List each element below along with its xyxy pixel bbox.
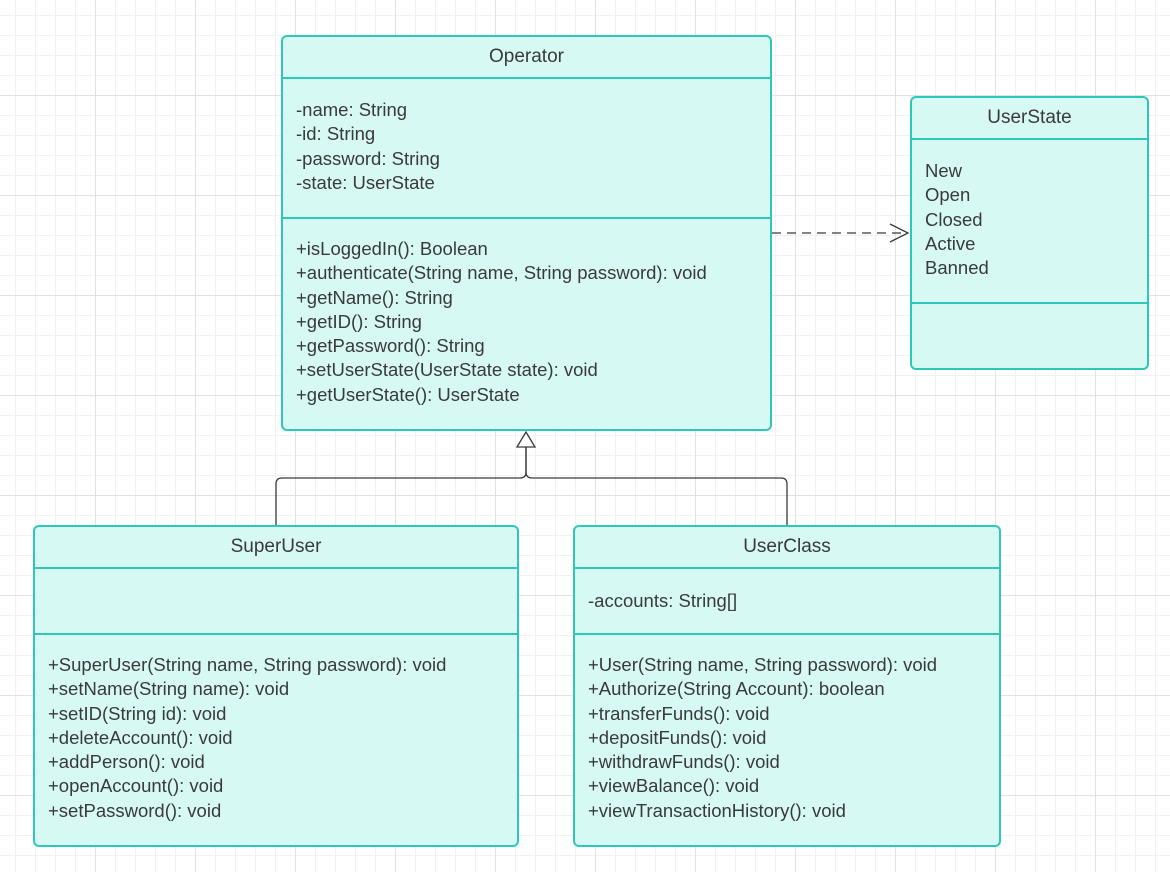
- method-operator: +getID(): String: [296, 310, 422, 332]
- method-superuser: +setName(String name): void: [48, 678, 290, 700]
- class-name-userclass: UserClass: [575, 527, 999, 569]
- method-superuser: +openAccount(): void: [48, 775, 224, 797]
- class-name-userstate: UserState: [912, 98, 1147, 140]
- class-name-superuser: SuperUser: [35, 527, 517, 569]
- methods-section-userclass: +User(String name, String password): voi…: [575, 635, 999, 823]
- attribute-userstate: Open: [925, 184, 971, 206]
- attribute-operator: -id: String: [296, 123, 376, 145]
- method-operator: +setUserState(UserState state): void: [296, 359, 598, 381]
- method-superuser: +deleteAccount(): void: [48, 726, 233, 748]
- class-box-superuser[interactable]: SuperUser +SuperUser(String name, String…: [33, 525, 519, 847]
- methods-section-operator: +isLoggedIn(): Boolean +authenticate(Stri…: [283, 219, 770, 407]
- method-userclass: +viewTransactionHistory(): void: [588, 799, 846, 821]
- methods-section-superuser: +SuperUser(String name, String password)…: [35, 635, 517, 823]
- attribute-operator: -name: String: [296, 99, 408, 120]
- class-box-operator[interactable]: Operator -name: String -id: String-passwo…: [281, 35, 772, 431]
- method-userclass: +viewBalance(): void: [588, 775, 760, 797]
- generalization-userclass-to-operator[interactable]: [525, 447, 788, 526]
- attribute-userstate: Active: [925, 232, 976, 254]
- attribute-userstate: Closed: [925, 208, 983, 230]
- method-superuser: +addPerson(): void: [48, 751, 205, 773]
- attributes-section-userclass: -accounts: String[]: [575, 569, 999, 635]
- generalization-arrowhead: [515, 430, 537, 448]
- method-operator: +getName(): String: [296, 286, 453, 308]
- attributes-section-operator: -name: String -id: String-password: Strin…: [283, 79, 770, 219]
- method-userclass: +User(String name, String password): voi…: [588, 654, 938, 675]
- generalization-superuser-to-operator[interactable]: [275, 447, 527, 526]
- attributes-section-superuser: [35, 569, 517, 635]
- method-operator: +getUserState(): UserState: [296, 383, 520, 405]
- method-userclass: +withdrawFunds(): void: [588, 751, 780, 773]
- method-userclass: +Authorize(String Account): boolean: [588, 678, 885, 700]
- method-operator: +authenticate(String name, String passwo…: [296, 262, 707, 284]
- method-operator: +isLoggedIn(): Boolean: [296, 238, 488, 259]
- method-userclass: +transferFunds(): void: [588, 702, 770, 724]
- method-superuser: +setPassword(): void: [48, 799, 222, 821]
- attribute-userstate: New: [925, 160, 963, 181]
- method-operator: +getPassword(): String: [296, 335, 485, 357]
- class-box-userclass[interactable]: UserClass -accounts: String[] +User(Stri…: [573, 525, 1001, 847]
- attribute-userclass: -accounts: String[]: [588, 590, 738, 611]
- method-superuser: +setID(String id): void: [48, 702, 227, 724]
- attribute-operator: -password: String: [296, 147, 440, 169]
- dependency-operator-to-userstate[interactable]: [772, 223, 910, 243]
- class-name-operator: Operator: [283, 37, 770, 79]
- attribute-userstate: Banned: [925, 257, 989, 279]
- method-superuser: +SuperUser(String name, String password)…: [48, 654, 447, 675]
- method-userclass: +depositFunds(): void: [588, 726, 767, 748]
- attribute-operator: -state: UserState: [296, 171, 435, 193]
